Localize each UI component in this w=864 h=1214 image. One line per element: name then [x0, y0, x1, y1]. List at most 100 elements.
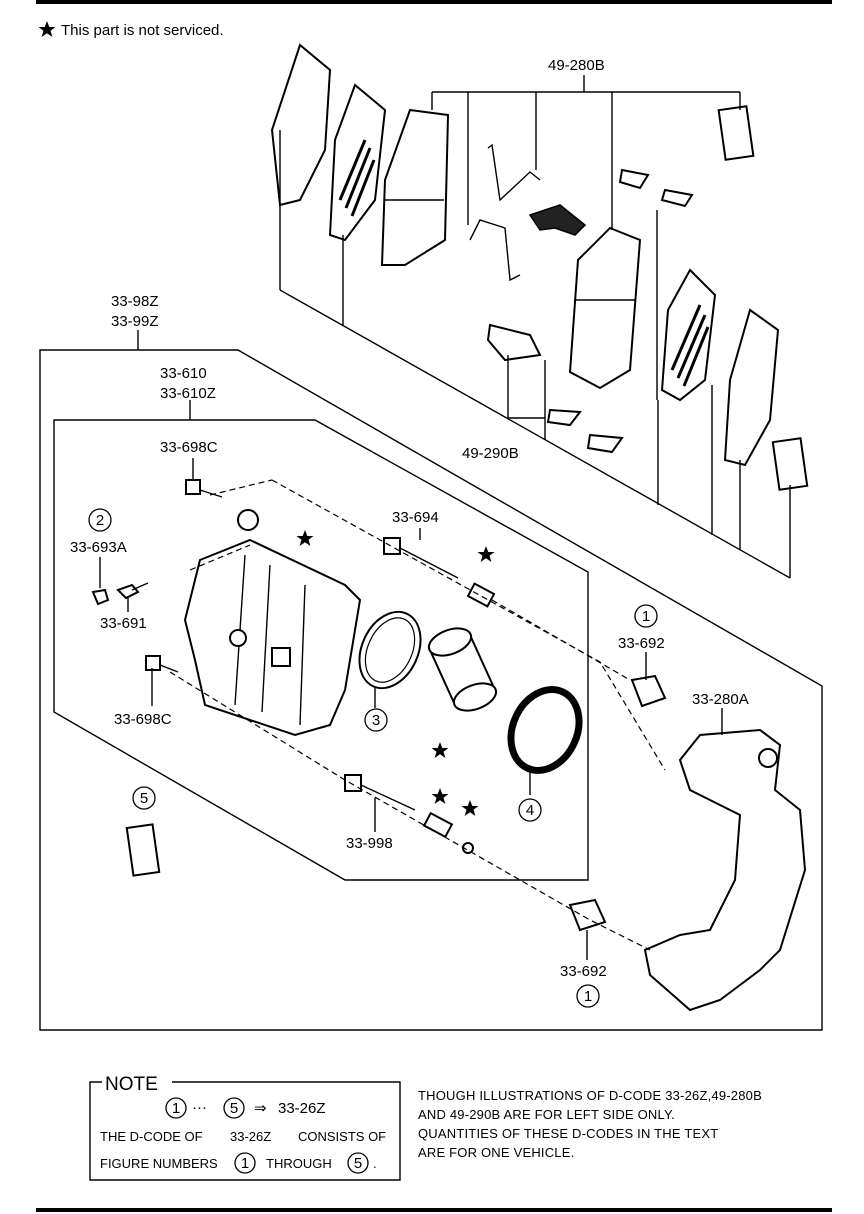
caliper-body [183, 509, 362, 737]
star-icon [431, 742, 449, 758]
illustration-note-line-4: ARE FOR ONE VEHICLE. [418, 1145, 575, 1160]
note-line2-from: 1 [241, 1155, 249, 1172]
inner-shim-left [328, 83, 387, 242]
callout-2: 2 [88, 508, 112, 532]
figure-callouts: 2 1 3 4 5 1 [88, 508, 658, 1008]
legend: This part is not serviced. [38, 21, 224, 39]
piston-seal-ring [358, 610, 422, 690]
illustration-note-line-3: QUANTITIES OF THESE D-CODES IN THE TEXT [418, 1126, 719, 1141]
label-49-280B: 49-280B [548, 57, 605, 74]
guide-pin-33-694 [383, 537, 459, 579]
star-icon [431, 788, 449, 804]
label-33-692-bottom: 33-692 [560, 963, 607, 980]
note-line2-end: . [373, 1156, 377, 1171]
note-line2-to: 5 [354, 1155, 362, 1172]
outer-shim-right [723, 308, 780, 467]
pad-guide-clip-2 [660, 188, 694, 208]
note-line1-b: 33-26Z [230, 1129, 271, 1144]
label-33-99Z: 33-99Z [111, 313, 159, 330]
pad-support-clip-3 [586, 433, 624, 454]
dust-boot [507, 686, 583, 774]
grease-packet-5 [125, 823, 161, 877]
bolt-33-698C-top [185, 479, 223, 498]
caliper-kit-frame [53, 419, 589, 881]
pin-sleeve-bottom [422, 811, 454, 839]
not-serviced-markers [296, 530, 495, 816]
label-33-693A: 33-693A [70, 539, 127, 556]
svg-text:1: 1 [642, 608, 650, 625]
brake-pad-set [270, 43, 809, 491]
label-49-290B: 49-290B [462, 445, 519, 462]
brake-pad-left [380, 108, 450, 266]
legend-text: This part is not serviced. [61, 22, 224, 39]
callout-3: 3 [364, 708, 388, 732]
svg-text:3: 3 [372, 712, 380, 729]
svg-text:5: 5 [140, 790, 148, 807]
shim-slots-left [338, 139, 376, 217]
bolt-33-698C-bottom [145, 655, 179, 673]
guide-pin-33-998 [344, 774, 416, 811]
bolts-and-pins [91, 479, 496, 854]
grease-packet-top [717, 105, 755, 161]
callout-5: 5 [132, 786, 156, 810]
star-icon [38, 21, 56, 37]
seals-and-piston [358, 610, 583, 774]
star-icon [296, 530, 314, 546]
note-line1-c: CONSISTS OF [298, 1129, 386, 1144]
svg-text:1: 1 [584, 988, 592, 1005]
svg-text:2: 2 [96, 512, 104, 529]
pad-support-clip-1 [486, 323, 542, 362]
pad-support-clip-2 [546, 408, 582, 427]
bleeder-cap-33-693A [91, 588, 110, 606]
note-title: NOTE [105, 1074, 158, 1095]
outer-kit-frame [39, 349, 823, 1031]
illustration-note-line-1: THOUGH ILLUSTRATIONS OF D-CODE 33-26Z,49… [418, 1088, 762, 1103]
outer-shim-left [270, 43, 332, 207]
label-33-280A: 33-280A [692, 691, 749, 708]
star-icon [461, 800, 479, 816]
bleeder-screw-33-691 [116, 582, 149, 600]
note-arrow: ⇒ [254, 1100, 267, 1117]
note-line2-a: FIGURE NUMBERS [100, 1156, 218, 1171]
label-33-698C-top: 33-698C [160, 439, 218, 456]
piston [427, 627, 498, 712]
callout-1-right: 1 [634, 604, 658, 628]
label-33-691: 33-691 [100, 615, 147, 632]
callout-1-bottom: 1 [576, 984, 600, 1008]
pad-wear-clip [528, 204, 587, 236]
part-labels: 49-280B 33-98Z 33-99Z 33-610 33-610Z 49-… [70, 57, 749, 980]
label-33-698C-bottom: 33-698C [114, 711, 172, 728]
bottom-rule [36, 1208, 832, 1212]
leaders-lower [99, 330, 723, 960]
note-range-dots: ··· [192, 1099, 207, 1116]
label-33-610Z: 33-610Z [160, 385, 216, 402]
caliper-housing [183, 538, 362, 737]
pin-sleeve-top [466, 582, 496, 608]
label-33-610: 33-610 [160, 365, 207, 382]
bushing-33-692-right [630, 674, 667, 708]
anti-rattle-spring-1 [487, 143, 541, 202]
label-33-98Z: 33-98Z [111, 293, 159, 310]
top-rule [36, 0, 832, 4]
grease-packet-right [771, 437, 809, 491]
shim-slots-right [670, 304, 710, 387]
note-range-from: 1 [172, 1100, 180, 1117]
pad-guide-clip-1 [618, 168, 650, 190]
illustration-note-line-2: AND 49-290B ARE FOR LEFT SIDE ONLY. [418, 1107, 675, 1122]
note-line1-a: THE D-CODE OF [100, 1129, 203, 1144]
callout-4: 4 [518, 798, 542, 822]
leaders-top [279, 75, 791, 579]
note-range-to: 5 [230, 1100, 238, 1117]
note-line2-b: THROUGH [266, 1156, 332, 1171]
label-33-694: 33-694 [392, 509, 439, 526]
note-range-code: 33-26Z [278, 1100, 326, 1117]
alignment-lines [169, 479, 666, 951]
svg-text:4: 4 [526, 802, 534, 819]
note-box: NOTE 1 ··· 5 ⇒ 33-26Z THE D-CODE OF 33-2… [89, 1074, 401, 1181]
brake-pad-right [568, 226, 642, 390]
star-icon [477, 546, 495, 562]
bushing-33-692-bottom [568, 898, 607, 932]
label-33-692-right: 33-692 [618, 635, 665, 652]
caliper-bracket-33-280A [643, 728, 807, 1012]
